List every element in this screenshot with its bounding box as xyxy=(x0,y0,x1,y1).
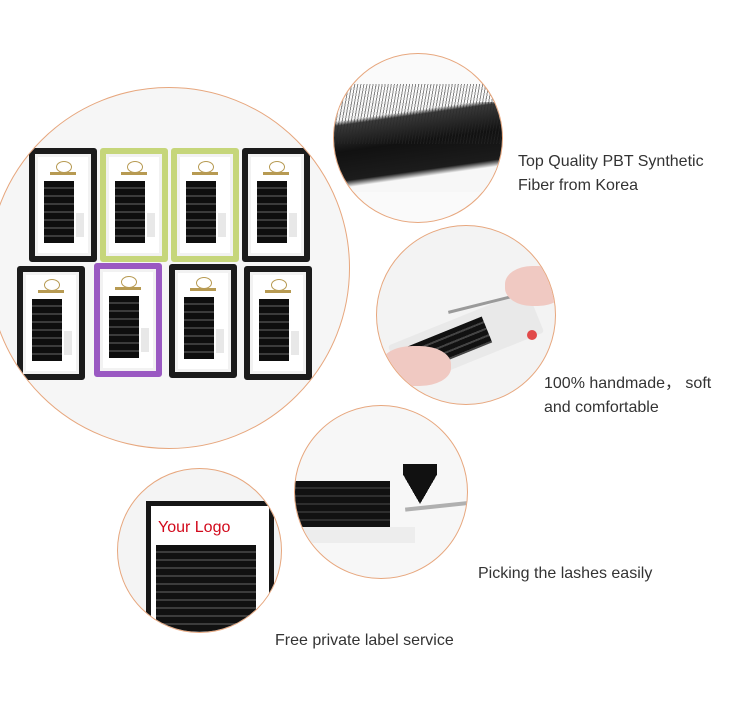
lash-tray xyxy=(17,266,85,380)
caption-line: and comfortable xyxy=(544,399,659,416)
caption-line: Free private label service xyxy=(275,632,454,649)
lash-tray xyxy=(100,148,168,262)
feature-caption-private-label: Free private label service xyxy=(275,629,454,653)
caption-line: 100% handmade， soft xyxy=(544,375,712,392)
your-logo-text: Your Logo xyxy=(158,519,231,536)
lash-tray xyxy=(94,263,162,377)
caption-line: Top Quality PBT Synthetic xyxy=(518,153,704,170)
fiber-closeup-photo xyxy=(333,53,503,223)
caption-line: Fiber from Korea xyxy=(518,177,639,194)
lash-tray xyxy=(29,148,97,262)
picking-lashes-photo xyxy=(294,405,468,579)
lash-tray xyxy=(171,148,239,262)
caption-line: Picking the lashes easily xyxy=(478,565,653,582)
feature-caption-handmade: 100% handmade， soft and comfortable xyxy=(544,372,711,420)
feature-caption-picking: Picking the lashes easily xyxy=(478,562,652,586)
feature-caption-fiber: Top Quality PBT Synthetic Fiber from Kor… xyxy=(518,150,704,198)
lash-tray xyxy=(169,264,237,378)
private-label-photo: Your Logo xyxy=(117,468,282,633)
handmade-photo xyxy=(376,225,556,405)
lash-tray xyxy=(244,266,312,380)
lash-trays-photo xyxy=(0,87,350,449)
lash-tray xyxy=(242,148,310,262)
